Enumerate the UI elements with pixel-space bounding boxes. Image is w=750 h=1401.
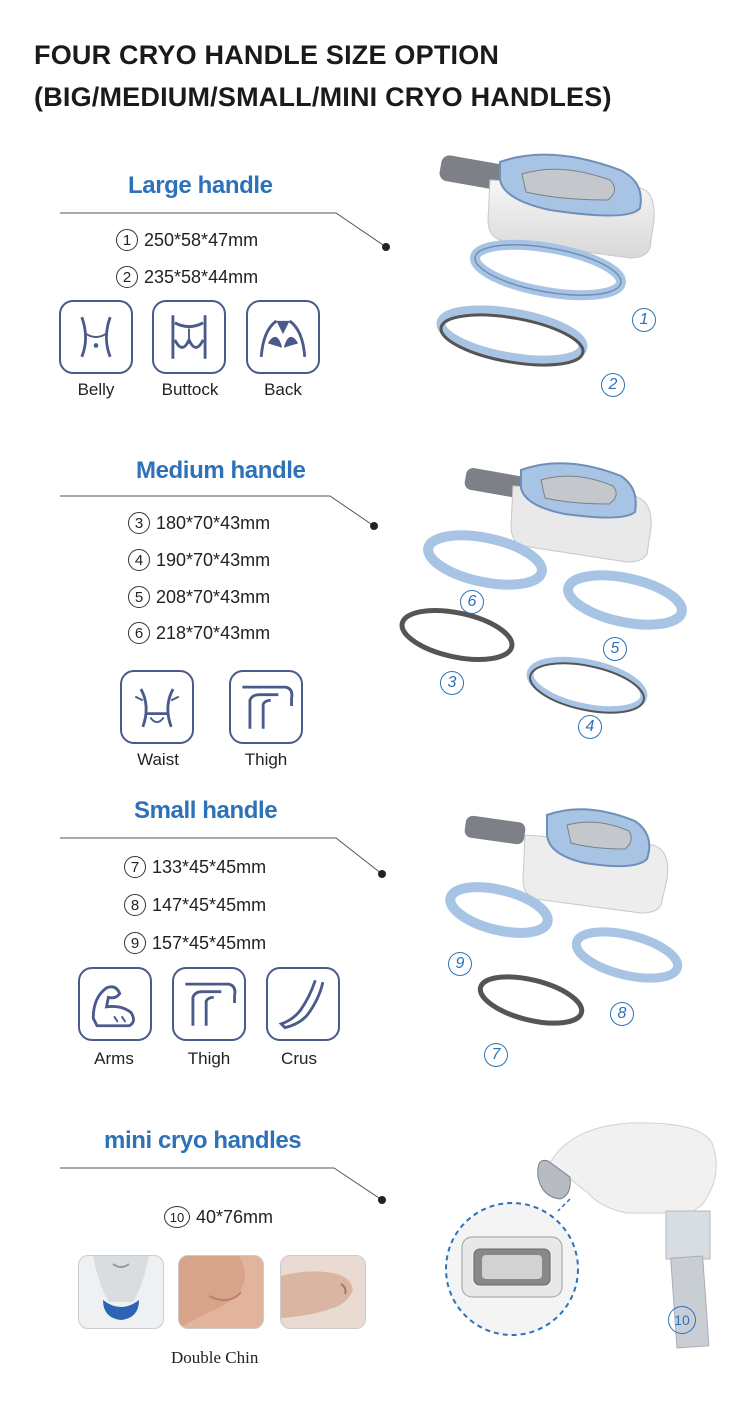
page-title: FOUR CRYO HANDLE SIZE OPTION (BIG/MEDIUM… bbox=[34, 34, 612, 118]
belly-icon bbox=[59, 300, 133, 374]
badge-9: 9 bbox=[448, 952, 472, 976]
small-handle-title: Small handle bbox=[134, 797, 278, 824]
area-label-arms: Arms bbox=[94, 1049, 134, 1068]
chin-side-photo-1 bbox=[178, 1255, 264, 1329]
chin-model-photo bbox=[78, 1255, 164, 1329]
waist-icon bbox=[120, 670, 194, 744]
badge-2: 2 bbox=[601, 373, 625, 397]
badge-5: 5 bbox=[603, 637, 627, 661]
crus-icon bbox=[266, 967, 340, 1041]
area-label-buttock: Buttock bbox=[161, 380, 219, 399]
double-chin-label: Double Chin bbox=[171, 1348, 259, 1367]
medium-handle-image bbox=[399, 462, 687, 714]
arm-icon bbox=[78, 967, 152, 1041]
badge-7: 7 bbox=[484, 1043, 508, 1067]
thigh-icon bbox=[229, 670, 303, 744]
back-icon bbox=[246, 300, 320, 374]
badge-6: 6 bbox=[460, 590, 484, 614]
medium-handle-title: Medium handle bbox=[136, 457, 306, 484]
badge-10: 10 bbox=[668, 1306, 696, 1334]
chin-side-photo-2 bbox=[280, 1255, 366, 1329]
area-label-crus: Crus bbox=[281, 1049, 317, 1068]
buttock-icon bbox=[152, 300, 226, 374]
large-handle-image bbox=[436, 153, 655, 367]
badge-1: 1 bbox=[632, 308, 656, 332]
mini-handle-image bbox=[445, 1122, 717, 1349]
title-line-1: FOUR CRYO HANDLE SIZE OPTION bbox=[34, 40, 500, 70]
mini-handle-title: mini cryo handles bbox=[104, 1127, 302, 1154]
small-leader-line bbox=[60, 837, 386, 878]
mini-leader-line bbox=[60, 1167, 386, 1204]
badge-3: 3 bbox=[440, 671, 464, 695]
thigh-icon bbox=[172, 967, 246, 1041]
badge-4: 4 bbox=[578, 715, 602, 739]
title-line-2: (BIG/MEDIUM/SMALL/MINI CRYO HANDLES) bbox=[34, 82, 612, 112]
area-label-thigh-medium: Thigh bbox=[244, 750, 288, 769]
badge-8: 8 bbox=[610, 1002, 634, 1026]
area-label-belly: Belly bbox=[77, 380, 115, 399]
large-leader-line bbox=[60, 212, 390, 251]
area-label-waist: Waist bbox=[137, 750, 179, 769]
area-label-thigh-small: Thigh bbox=[187, 1049, 231, 1068]
small-handle-image bbox=[445, 808, 683, 1026]
large-handle-title: Large handle bbox=[128, 172, 273, 199]
medium-leader-line bbox=[60, 495, 378, 530]
area-label-back: Back bbox=[264, 380, 302, 399]
